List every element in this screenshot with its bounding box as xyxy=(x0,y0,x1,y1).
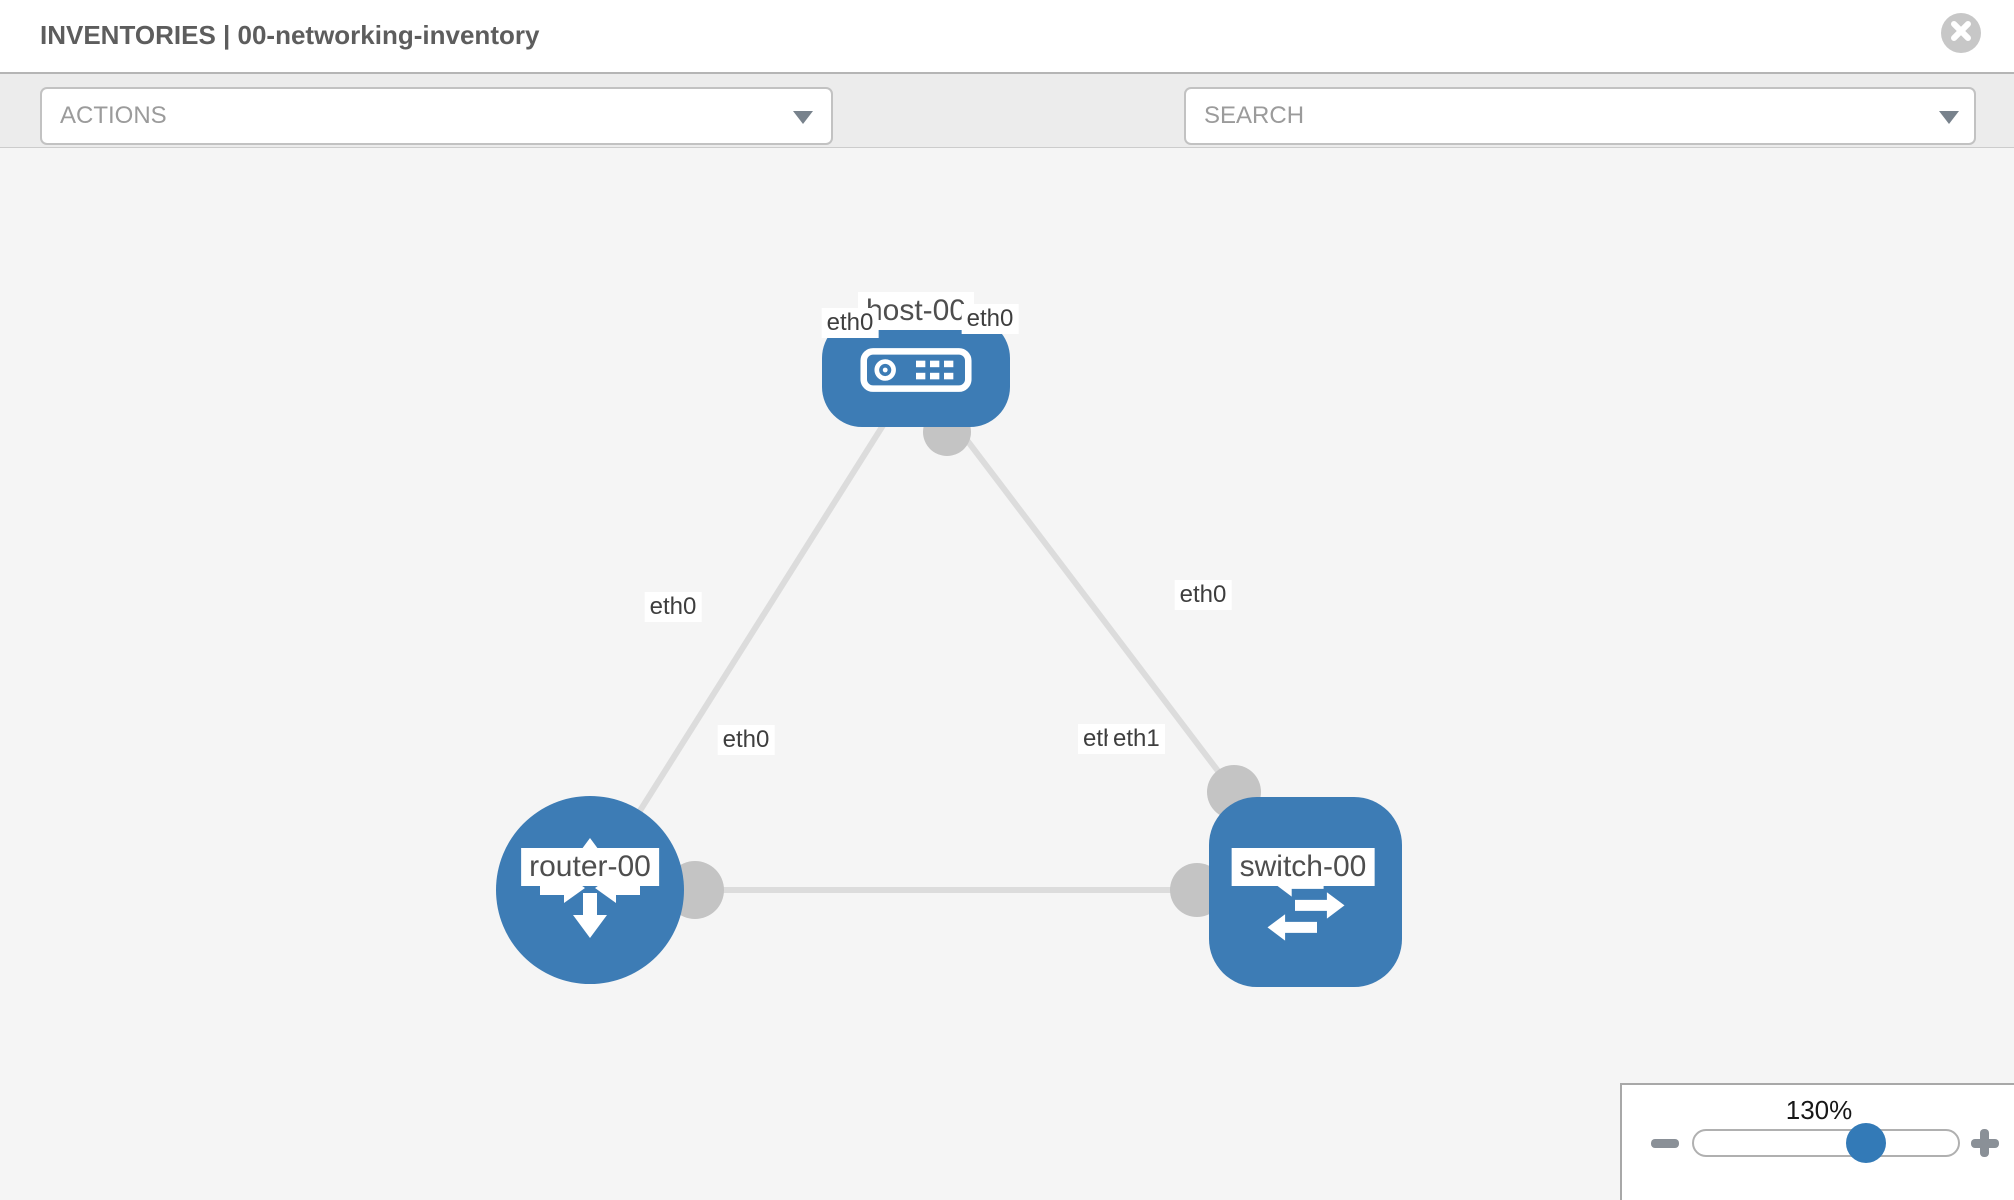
page-title: INVENTORIES | 00-networking-inventory xyxy=(40,20,540,50)
node-router-00[interactable] xyxy=(496,796,684,984)
chevron-down-icon xyxy=(793,111,813,124)
interface-label-host-eth0-right: eth0 xyxy=(961,304,1019,334)
zoom-slider-track[interactable] xyxy=(1692,1129,1960,1157)
node-label-router-00: router-00 xyxy=(521,848,659,886)
node-switch-00[interactable] xyxy=(1209,797,1402,987)
link-host-switch[interactable] xyxy=(913,371,1243,802)
link-router-host[interactable] xyxy=(587,371,919,892)
interface-label-router-eth0-right: eth0 xyxy=(717,725,775,755)
interface-label-router-eth0-uplink: eth0 xyxy=(644,592,702,622)
minus-icon[interactable] xyxy=(1651,1139,1679,1148)
server-icon xyxy=(860,347,972,398)
interface-label-switch-eth1: eth1 xyxy=(1108,724,1165,754)
actions-dropdown[interactable]: ACTIONS xyxy=(40,87,833,145)
toolbar: ACTIONS SEARCH xyxy=(0,72,2014,205)
actions-dropdown-label: ACTIONS xyxy=(60,102,167,129)
app-header: INVENTORIES | 00-networking-inventory xyxy=(0,0,2014,72)
close-icon xyxy=(1950,20,1972,47)
chevron-down-icon xyxy=(1939,111,1959,124)
interface-label-host-eth0-left: eth0 xyxy=(821,308,879,338)
search-dropdown[interactable]: SEARCH xyxy=(1184,87,1976,145)
search-dropdown-label: SEARCH xyxy=(1204,102,1305,129)
zoom-slider-handle[interactable] xyxy=(1846,1123,1886,1163)
zoom-control-panel: 130% xyxy=(1620,1083,2014,1200)
interface-label-switch-eth0-uplink: eth0 xyxy=(1174,580,1232,610)
close-button[interactable] xyxy=(1941,13,1981,53)
node-label-switch-00: switch-00 xyxy=(1231,848,1375,886)
zoom-level-label: 130% xyxy=(1785,1095,1853,1125)
